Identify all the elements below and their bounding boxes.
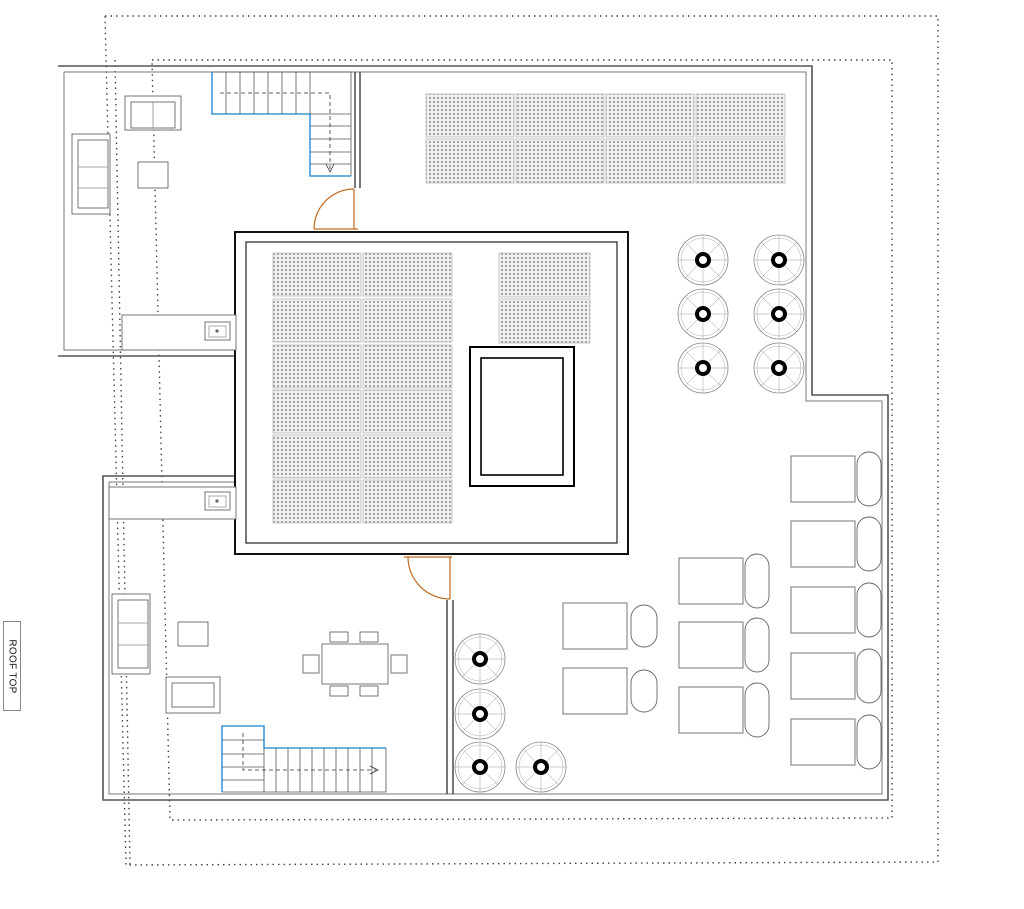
umbrella-icon xyxy=(752,233,806,287)
solar-panel-icon xyxy=(272,434,362,479)
sun-lounger-icon xyxy=(790,714,882,770)
solar-panel-icon xyxy=(362,434,453,479)
sun-lounger-icon xyxy=(562,602,658,650)
parapet-outline-outer xyxy=(104,15,939,866)
sun-lounger-icon xyxy=(790,451,882,507)
sun-loungers xyxy=(562,451,882,770)
sofa-lower-left-icon xyxy=(111,593,151,675)
staircase-lower-icon xyxy=(221,725,387,793)
parapet-line-left xyxy=(114,59,131,866)
sun-lounger-icon xyxy=(790,582,882,638)
solar-panel-icon xyxy=(605,93,695,138)
solar-panel-icon xyxy=(362,479,453,524)
armchair-lower-icon xyxy=(165,676,221,714)
sofa-left-icon xyxy=(71,133,111,215)
coffee-table-upper xyxy=(137,161,169,189)
umbrella-icon xyxy=(752,287,806,341)
staircase-upper-icon xyxy=(211,71,352,177)
umbrella-icon xyxy=(514,740,568,794)
solar-panel-icon xyxy=(425,138,515,184)
solar-panel-icon xyxy=(498,252,591,298)
solar-panel-icon xyxy=(362,344,453,389)
umbrella-icon xyxy=(676,341,730,395)
solar-panel-icon xyxy=(272,389,362,434)
umbrella-icon xyxy=(676,287,730,341)
sun-lounger-icon xyxy=(790,648,882,704)
sink-lower-icon xyxy=(204,491,231,511)
solar-panel-icon xyxy=(272,298,362,343)
solar-panel-icon xyxy=(498,298,591,344)
solar-panel-icon xyxy=(515,138,605,184)
dining-table-icon xyxy=(302,631,408,697)
roof-top-label-box: ROOF TOP xyxy=(3,621,21,711)
solar-panel-icon xyxy=(695,93,786,138)
solar-panel-icon xyxy=(272,252,362,297)
umbrella-icon xyxy=(453,687,507,741)
solar-panel-icon xyxy=(425,93,515,138)
sun-lounger-icon xyxy=(678,682,770,738)
door-upper-icon xyxy=(313,188,358,230)
solar-panel-icon xyxy=(272,479,362,524)
solar-panel-icon xyxy=(362,298,453,343)
solar-panel-icon xyxy=(695,138,786,184)
solar-array-central xyxy=(272,252,591,524)
sofa-upper-icon xyxy=(124,95,182,131)
roof-top-label: ROOF TOP xyxy=(6,638,18,694)
sun-lounger-icon xyxy=(678,553,770,609)
umbrella-icon xyxy=(752,341,806,395)
sun-lounger-icon xyxy=(790,516,882,572)
door-lower-icon xyxy=(404,556,452,600)
sun-lounger-icon xyxy=(678,617,770,673)
sink-upper-icon xyxy=(204,321,231,341)
central-block-outer xyxy=(234,231,629,555)
solar-panel-icon xyxy=(362,389,453,434)
roof-outline-wall xyxy=(58,65,889,801)
solar-panel-icon xyxy=(605,138,695,184)
solar-array-top xyxy=(425,93,786,184)
solar-panel-icon xyxy=(272,344,362,389)
central-block-inner xyxy=(245,241,618,544)
sun-lounger-icon xyxy=(562,667,658,715)
coffee-table-lower xyxy=(177,621,209,647)
solar-panel-icon xyxy=(515,93,605,138)
skylight-inner xyxy=(480,357,564,476)
umbrella-icon xyxy=(453,740,507,794)
umbrella-icon xyxy=(676,233,730,287)
umbrella-icon xyxy=(453,632,507,686)
solar-panel-icon xyxy=(362,252,453,297)
